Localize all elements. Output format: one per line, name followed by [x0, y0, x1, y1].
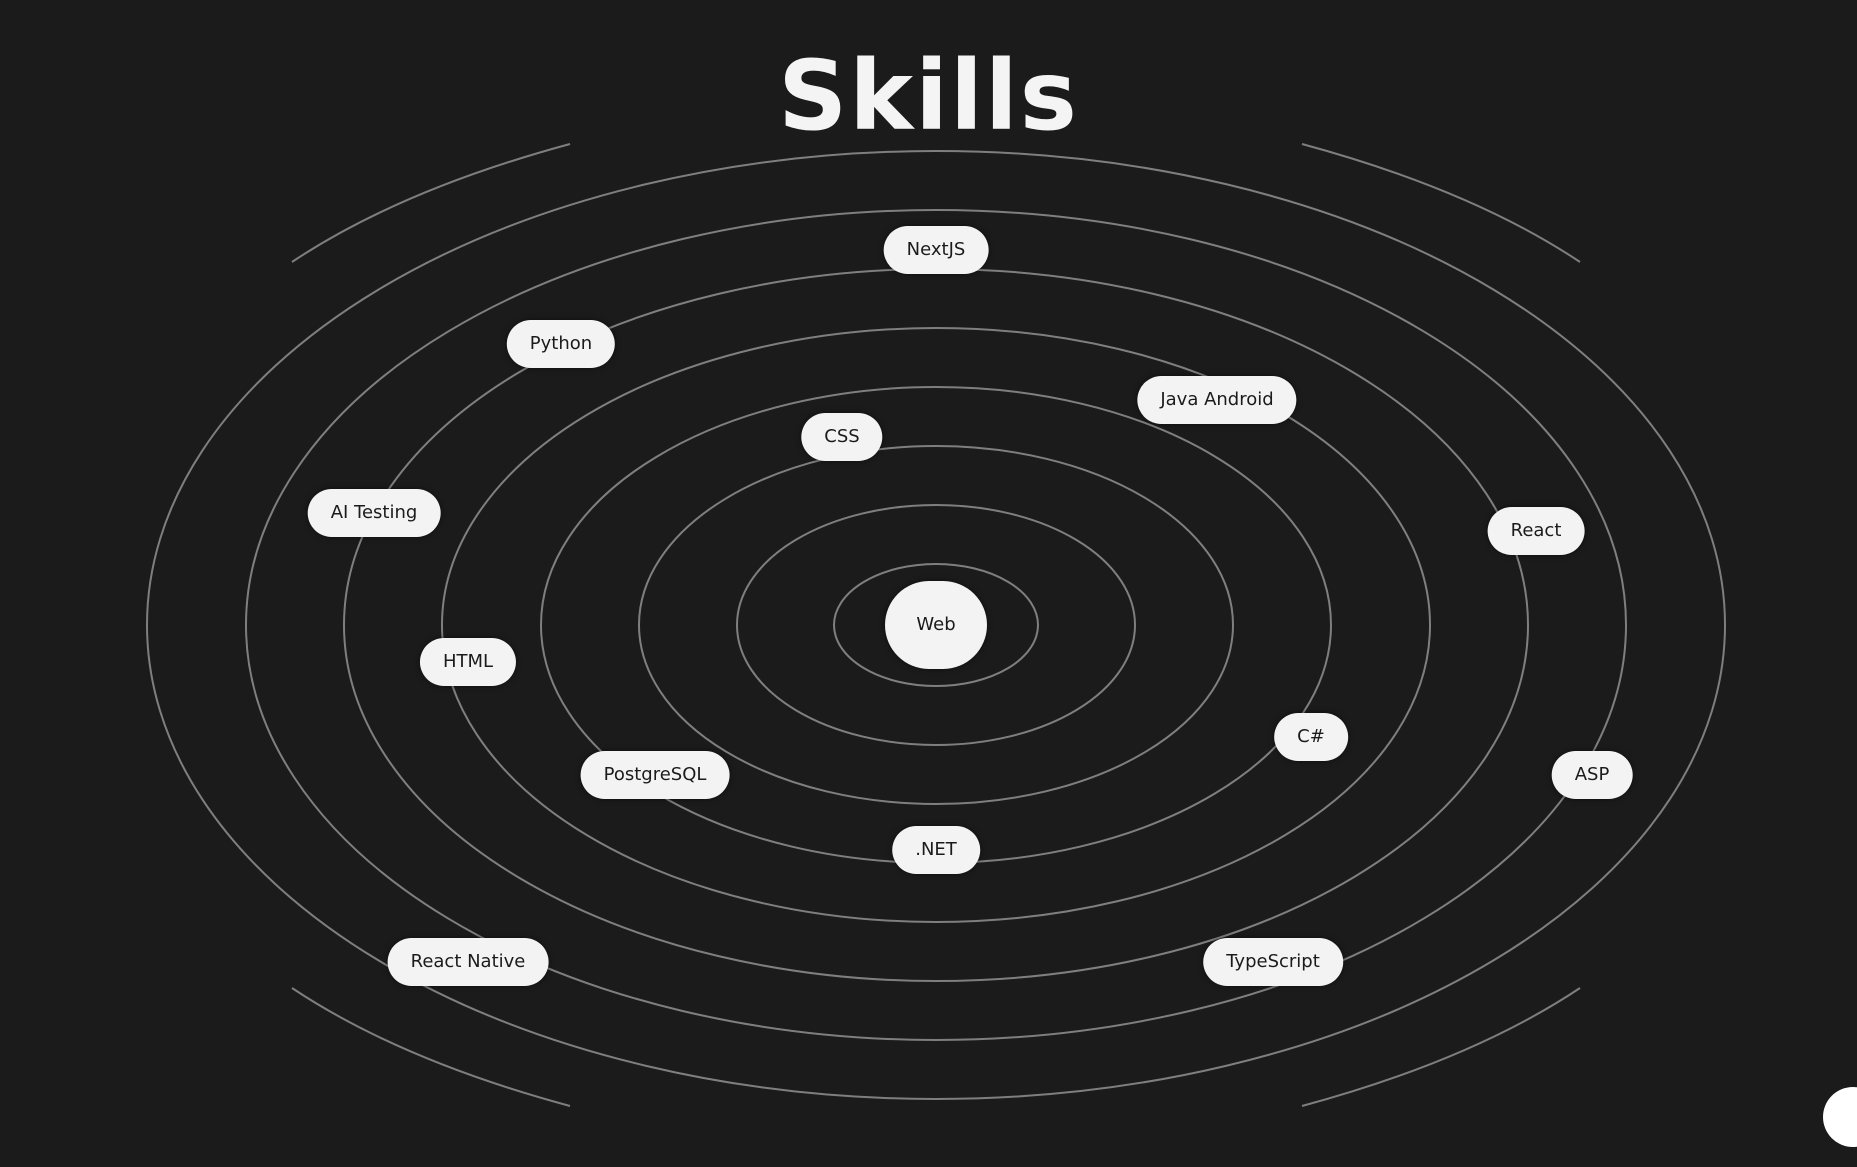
skill-react-native[interactable]: React Native: [387, 938, 549, 986]
orbit-arc-bottom-left: [291, 987, 571, 1107]
page-title: Skills: [778, 40, 1079, 152]
skill-nextjs[interactable]: NextJS: [883, 226, 989, 274]
skill-web-core[interactable]: Web: [885, 581, 987, 669]
orbit-ring-5: [441, 327, 1431, 923]
skill-react[interactable]: React: [1487, 507, 1585, 555]
orbit-ring-3: [638, 445, 1234, 805]
orbit-ring-8: [146, 150, 1726, 1100]
skill-asp[interactable]: ASP: [1551, 751, 1633, 799]
skill-typescript[interactable]: TypeScript: [1203, 938, 1343, 986]
skill-dotnet[interactable]: .NET: [892, 826, 980, 874]
skill-html[interactable]: HTML: [419, 638, 517, 686]
orbit-arc-top-right: [1301, 143, 1581, 263]
skill-css[interactable]: CSS: [801, 413, 883, 461]
skill-ai-testing[interactable]: AI Testing: [307, 489, 441, 537]
skill-java-android[interactable]: Java Android: [1137, 376, 1297, 424]
skill-csharp[interactable]: C#: [1274, 713, 1348, 761]
orbit-ring-1: [833, 563, 1039, 687]
skill-postgresql[interactable]: PostgreSQL: [580, 751, 730, 799]
orbit-arc-top-left: [291, 143, 571, 263]
orbit-ring-7: [245, 209, 1627, 1041]
skill-python[interactable]: Python: [506, 320, 616, 368]
orbit-ring-2: [736, 504, 1136, 746]
orbit-arc-bottom-right: [1301, 987, 1581, 1107]
